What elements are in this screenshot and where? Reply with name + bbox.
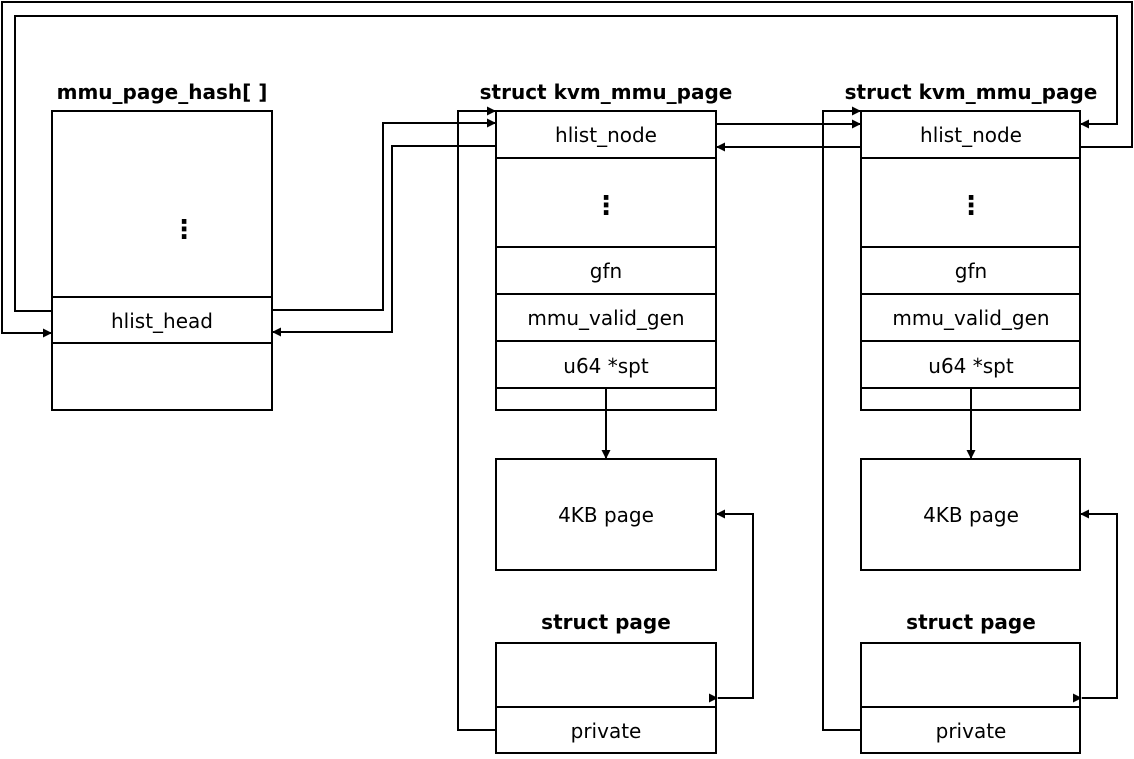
4kb-page-label: 4KB page (558, 503, 654, 527)
arrow-head-to-node1 (272, 118, 496, 311)
arrow-node2-to-head-loop (1, 1, 1133, 338)
field-mmu-valid-gen: mmu_valid_gen (527, 306, 684, 330)
field-mmu-valid-gen: mmu_valid_gen (892, 306, 1049, 330)
arrow-structpage1-to-page (709, 509, 754, 703)
4kb-page-box (495, 458, 717, 571)
field-spt: u64 *spt (563, 354, 649, 378)
arrow-structpage2-to-page (1073, 509, 1118, 703)
struct-page-box (860, 642, 1081, 754)
hash-ellipsis: ⋮ (171, 215, 197, 245)
struct-page-title: struct page (906, 610, 1036, 634)
kvm-mmu-page-box (860, 110, 1081, 411)
field-ellipsis: ⋮ (958, 191, 984, 221)
field-spt: u64 *spt (928, 354, 1014, 378)
arrow-head-to-node2-loop (14, 15, 1118, 312)
kvm-mmu-page-1: struct kvm_mmu_page hlist_node ⋮ gfn mmu… (480, 80, 733, 754)
kvm-mmu-page-title: struct kvm_mmu_page (480, 80, 733, 104)
private-field-label: private (571, 719, 642, 743)
4kb-page-box (860, 458, 1081, 571)
hash-table-title: mmu_page_hash[ ] (57, 80, 268, 104)
4kb-page-label: 4KB page (923, 503, 1019, 527)
struct-page-title: struct page (541, 610, 671, 634)
arrow-private1-to-kvm-page (457, 106, 496, 731)
struct-page-box (495, 642, 717, 754)
field-hlist-node: hlist_node (555, 123, 657, 147)
field-ellipsis: ⋮ (593, 191, 619, 221)
hash-table-box (51, 110, 273, 411)
arrow-node1-to-head (272, 145, 496, 337)
arrow-private2-to-kvm-page (822, 106, 861, 731)
kvm-mmu-page-box (495, 110, 717, 411)
kvm-mmu-page-2: struct kvm_mmu_page hlist_node ⋮ gfn mmu… (845, 80, 1098, 754)
field-gfn: gfn (590, 259, 622, 283)
hlist-head-label: hlist_head (111, 309, 213, 333)
field-hlist-node: hlist_node (920, 123, 1022, 147)
kvm-mmu-page-title: struct kvm_mmu_page (845, 80, 1098, 104)
private-field-label: private (936, 719, 1007, 743)
field-gfn: gfn (955, 259, 987, 283)
